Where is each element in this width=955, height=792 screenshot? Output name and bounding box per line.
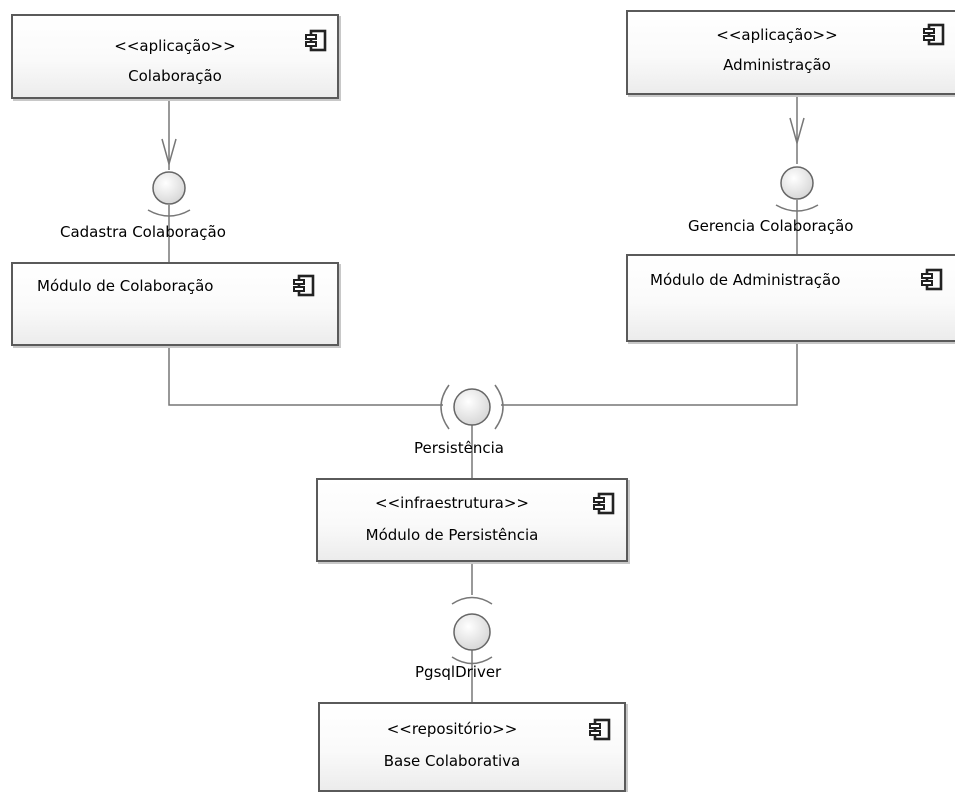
component-colaboracao-app[interactable]: <<aplicação>> Colaboração: [11, 14, 339, 99]
persistencia-socket-left-icon: [440, 384, 450, 430]
stereotype-label: <<aplicação>>: [716, 26, 838, 44]
cadastra-interface-icon: [152, 171, 186, 205]
component-icon: [589, 718, 611, 741]
stereotype-label: <<repositório>>: [386, 720, 518, 738]
gerencia-interface-icon: [780, 166, 814, 200]
stereotype-label: <<infraestrutura>>: [375, 494, 529, 512]
component-modulo-persistencia[interactable]: <<infraestrutura>> Módulo de Persistênci…: [316, 478, 628, 562]
component-name: Administração: [723, 56, 831, 74]
gerencia-socket-icon: [775, 204, 819, 212]
component-modulo-administracao[interactable]: Módulo de Administração: [626, 254, 955, 342]
persistencia-socket-right-icon: [494, 384, 504, 430]
component-icon: [305, 29, 327, 52]
stereotype-label: <<aplicação>>: [114, 37, 236, 55]
pgsql-socket-top-icon: [451, 596, 493, 605]
component-name: Módulo de Administração: [650, 271, 841, 289]
component-name: Módulo de Persistência: [365, 526, 539, 544]
cadastra-socket-icon: [147, 209, 191, 217]
interface-label-pgsql: PgsqlDriver: [415, 663, 502, 681]
dependency-arrow-administracao: [789, 117, 805, 146]
persistencia-interface-icon: [453, 388, 491, 426]
component-base-colaborativa[interactable]: <<repositório>> Base Colaborativa: [318, 702, 626, 792]
component-name: Módulo de Colaboração: [37, 277, 214, 295]
component-icon: [593, 492, 615, 515]
interface-label-cadastra: Cadastra Colaboração: [60, 223, 226, 241]
pgsql-socket-bottom-icon: [451, 656, 493, 665]
component-modulo-colaboracao[interactable]: Módulo de Colaboração: [11, 262, 339, 346]
interface-label-gerencia: Gerencia Colaboração: [688, 217, 854, 235]
component-icon: [923, 23, 945, 46]
connector-colaboracao-persistencia: [168, 346, 443, 406]
component-administracao-app[interactable]: <<aplicação>> Administração: [626, 10, 955, 95]
pgsql-interface-icon: [453, 613, 491, 651]
interface-label-persistencia: Persistência: [414, 439, 504, 457]
component-name: Colaboração: [128, 67, 222, 85]
connector-administracao-persistencia: [501, 342, 798, 406]
component-name: Base Colaborativa: [383, 752, 521, 770]
component-icon: [921, 268, 943, 291]
dependency-arrow-colaboracao: [161, 138, 177, 167]
component-icon: [293, 274, 315, 297]
